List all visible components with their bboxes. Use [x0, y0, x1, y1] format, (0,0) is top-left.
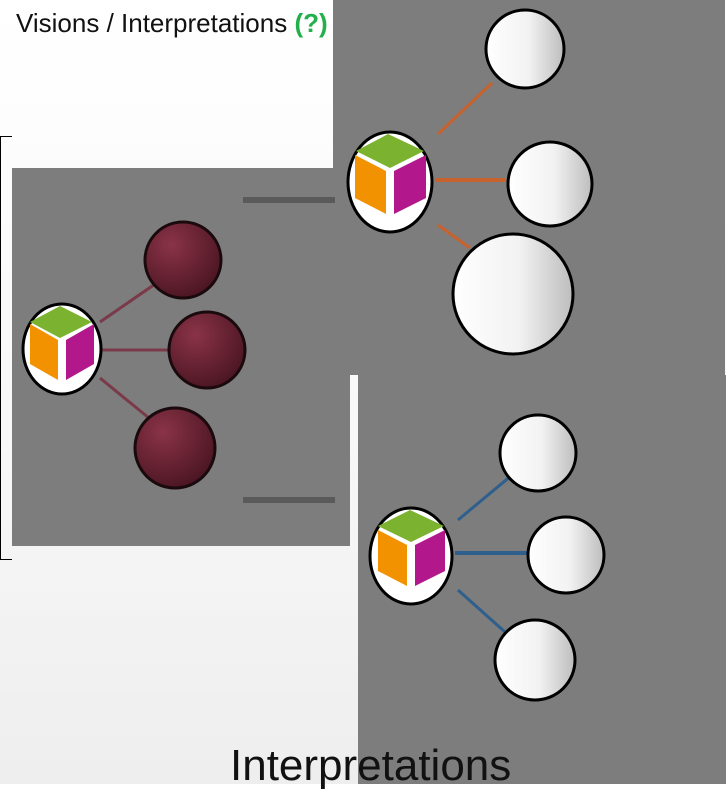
orange-edge: [436, 81, 494, 136]
title-question-mark: (?): [294, 8, 328, 38]
interpretation-a-graph: [346, 8, 594, 356]
diagram-title: Visions / Interpretations (?): [16, 6, 328, 40]
maroon-node: [133, 406, 217, 490]
orange-edge: [437, 223, 471, 250]
white-node: [526, 515, 606, 595]
left-frame-bracket: [0, 136, 12, 560]
maroon-edge: [99, 376, 156, 425]
white-node: [498, 413, 578, 493]
blue-edge: [457, 588, 506, 634]
white-node: [451, 232, 575, 356]
source-graph: [21, 220, 247, 490]
cube-icon: [368, 506, 454, 606]
cube-icon: [21, 302, 103, 396]
maroon-edge: [99, 280, 159, 324]
connector-to-interpretation-a: [243, 197, 335, 203]
title-text: Visions / Interpretations: [16, 8, 295, 38]
blue-edge: [457, 473, 513, 522]
maroon-node: [143, 220, 223, 300]
white-node: [484, 8, 566, 90]
footer-caption: Interpretations: [230, 741, 512, 790]
interpretation-b-graph: [368, 413, 606, 702]
white-node: [493, 618, 577, 702]
maroon-node: [167, 310, 247, 390]
white-node: [506, 140, 594, 228]
cube-icon: [346, 130, 434, 234]
connector-to-interpretation-b: [243, 497, 335, 503]
